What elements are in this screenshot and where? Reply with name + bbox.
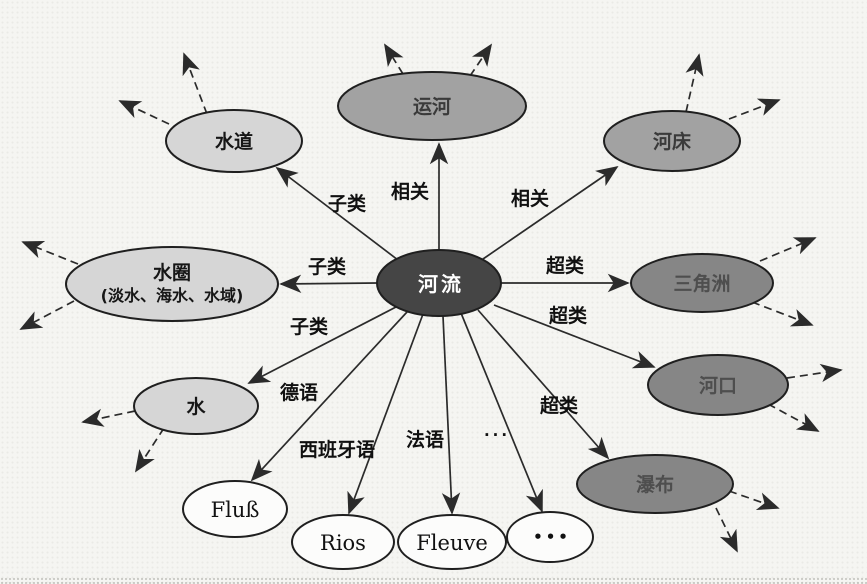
external-arrow-water-1 bbox=[81, 408, 136, 427]
edge-center-spanish bbox=[347, 313, 424, 515]
external-arrow-delta-1 bbox=[759, 237, 817, 262]
edge-center-hydrosphere bbox=[279, 274, 378, 293]
external-arrow-canal-1 bbox=[384, 43, 404, 75]
node-water-label: 水 bbox=[186, 396, 206, 418]
external-arrow-estuary-2 bbox=[767, 403, 820, 432]
edge-label-hydrosphere: 子类 bbox=[308, 255, 346, 278]
external-arrow-waterfall-1 bbox=[728, 490, 780, 511]
node-riverbed-label: 河床 bbox=[653, 130, 691, 153]
node-spanish-ellipse bbox=[291, 514, 395, 570]
edge-label-other: ··· bbox=[484, 426, 510, 444]
node-waterway-label: 水道 bbox=[215, 130, 253, 153]
edge-center-riverbed bbox=[482, 165, 619, 260]
node-german-ellipse bbox=[182, 480, 288, 538]
external-arrow-hydrosphere-1 bbox=[21, 240, 79, 265]
node-riverbed: 河床 bbox=[603, 110, 741, 172]
external-arrow-hydrosphere-2 bbox=[19, 300, 75, 330]
external-arrow-riverbed-2 bbox=[728, 98, 781, 120]
edge-center-estuary bbox=[493, 304, 656, 369]
node-waterway: 水道 bbox=[165, 109, 303, 173]
edge-center-waterway bbox=[275, 166, 399, 261]
edge-center-other bbox=[460, 312, 543, 513]
edge-center-waterfall bbox=[477, 309, 610, 460]
external-arrows bbox=[19, 43, 843, 553]
edge-center-french bbox=[441, 315, 461, 515]
node-hydrosphere-label-line2: (淡水、海水、水域) bbox=[101, 286, 244, 305]
node-delta-label: 三角洲 bbox=[673, 272, 730, 295]
node-center-river: 河流 bbox=[376, 249, 502, 317]
node-hydrosphere: 水圈 (淡水、海水、水域) bbox=[65, 246, 279, 322]
nodes: 运河 水道 河床 水圈 (淡水、海水、水域) 三角洲 水 bbox=[65, 71, 789, 570]
edge-label-spanish: 西班牙语 bbox=[299, 438, 375, 461]
node-waterfall: 瀑布 bbox=[576, 454, 734, 514]
node-other-ellipse bbox=[506, 511, 594, 563]
edge-label-waterfall: 超类 bbox=[539, 394, 578, 417]
node-hydrosphere-ellipse bbox=[65, 246, 279, 322]
node-german: Fluß bbox=[182, 480, 288, 538]
edge-label-french: 法语 bbox=[406, 428, 444, 451]
external-arrow-waterway-2 bbox=[182, 52, 208, 115]
external-arrow-waterfall-2 bbox=[715, 507, 738, 553]
edge-label-delta: 超类 bbox=[545, 254, 584, 277]
edge-center-german bbox=[250, 311, 408, 482]
scan-artifact-strip bbox=[0, 577, 867, 584]
node-center-label: 河流 bbox=[418, 272, 464, 296]
edge-label-german: 德语 bbox=[280, 381, 318, 404]
node-estuary-label: 河口 bbox=[699, 375, 737, 397]
node-water: 水 bbox=[133, 377, 259, 435]
node-hydrosphere-label-line1: 水圈 bbox=[153, 262, 191, 284]
node-riverbed-ellipse bbox=[603, 110, 741, 172]
external-arrow-riverbed-1 bbox=[685, 53, 704, 113]
node-canal-label: 运河 bbox=[413, 96, 451, 118]
node-french: Fleuve bbox=[397, 514, 507, 570]
node-other-label: ••• bbox=[533, 528, 571, 546]
external-arrow-estuary-1 bbox=[786, 363, 843, 383]
external-arrow-delta-2 bbox=[751, 301, 814, 327]
node-estuary: 河口 bbox=[647, 354, 789, 416]
node-other-languages: ••• bbox=[506, 511, 594, 563]
solid-edges bbox=[247, 142, 656, 515]
edge-label-riverbed: 相关 bbox=[511, 187, 549, 210]
node-canal-ellipse bbox=[337, 71, 527, 141]
external-arrow-canal-2 bbox=[469, 43, 493, 77]
node-estuary-ellipse bbox=[647, 354, 789, 416]
node-spanish-label: Rios bbox=[320, 531, 366, 555]
node-canal: 运河 bbox=[337, 71, 527, 141]
node-hydrosphere-label: 水圈 (淡水、海水、水域) bbox=[101, 262, 244, 305]
node-center-ellipse bbox=[376, 249, 502, 317]
node-delta-ellipse bbox=[630, 253, 774, 313]
node-german-label: Fluß bbox=[211, 498, 260, 522]
edge-label-estuary: 超类 bbox=[548, 304, 587, 327]
node-waterfall-ellipse bbox=[576, 454, 734, 514]
node-waterway-ellipse bbox=[165, 109, 303, 173]
edge-center-water bbox=[247, 306, 397, 384]
edge-label-water: 子类 bbox=[290, 315, 328, 338]
node-delta: 三角洲 bbox=[630, 253, 774, 313]
node-french-ellipse bbox=[397, 514, 507, 570]
edge-label-waterway: 子类 bbox=[328, 192, 366, 215]
node-water-ellipse bbox=[133, 377, 259, 435]
node-french-label: Fleuve bbox=[416, 531, 488, 555]
edge-labels: 子类 相关 相关 子类 超类 子类 超类 超类 德语 西班牙语 法语 ··· bbox=[280, 180, 587, 461]
node-spanish: Rios bbox=[291, 514, 395, 570]
node-waterfall-label: 瀑布 bbox=[636, 473, 674, 496]
external-arrow-water-2 bbox=[134, 427, 165, 473]
edge-label-canal: 相关 bbox=[391, 180, 429, 203]
external-arrow-waterway-1 bbox=[118, 100, 170, 125]
